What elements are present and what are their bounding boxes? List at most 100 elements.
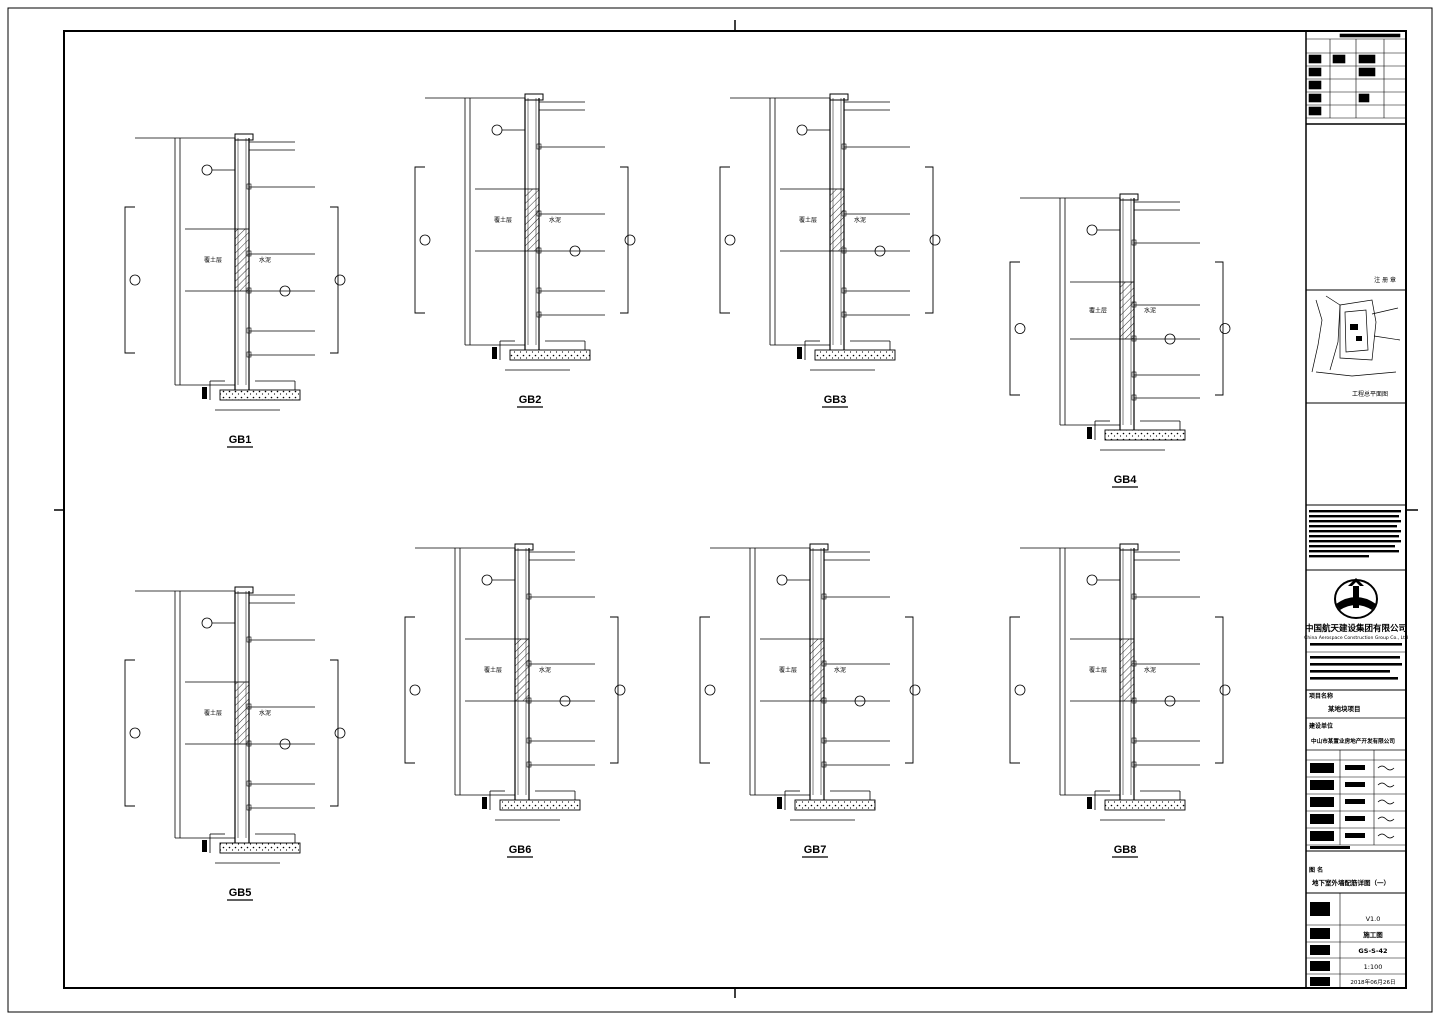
callout-circle xyxy=(279,285,291,297)
general-notes xyxy=(1309,510,1401,558)
rebar-joint xyxy=(526,697,532,704)
hatched-band xyxy=(1119,638,1135,702)
dimension-text xyxy=(202,387,207,399)
dimension-text xyxy=(777,797,782,809)
callout-circle xyxy=(1164,695,1176,707)
rebar-joint xyxy=(841,143,847,150)
hatched-band xyxy=(829,188,845,252)
callout-circle xyxy=(334,274,346,286)
bracket-left xyxy=(404,616,415,764)
wall-section-gb7: 覆土层水泥GB7 xyxy=(699,543,921,858)
bracket-left xyxy=(1009,261,1020,396)
base-slab xyxy=(794,799,876,811)
company-logo xyxy=(1334,578,1378,619)
callout-circle xyxy=(1086,224,1098,236)
callout-circle xyxy=(929,234,941,246)
wall-label: 水泥 xyxy=(539,666,551,674)
wall-label: 水泥 xyxy=(834,666,846,674)
rebar-joint xyxy=(246,250,252,257)
rebar-joint xyxy=(821,660,827,667)
bracket-right xyxy=(610,616,619,764)
section-label: GB4 xyxy=(1114,474,1138,486)
callout-circle xyxy=(1219,684,1231,696)
wall-section-gb4: 覆土层水泥GB4 xyxy=(1009,193,1231,488)
callout-circle xyxy=(481,574,493,586)
top-slab xyxy=(809,543,829,551)
rebar-joint xyxy=(536,143,542,150)
callout-circle xyxy=(1014,684,1026,696)
callout-circle xyxy=(279,738,291,750)
base-slab xyxy=(1104,429,1186,441)
callout-circle xyxy=(491,124,503,136)
section-label: GB8 xyxy=(1114,844,1137,856)
rebar-joint xyxy=(526,737,532,744)
client-label: 建设单位 xyxy=(1309,722,1333,730)
callout-circle xyxy=(874,245,886,257)
project-label: 项目名称 xyxy=(1309,692,1333,700)
hatched-band xyxy=(524,188,540,252)
wall-section-gb1: 覆土层水泥GB1 xyxy=(124,133,346,448)
drawing-date: 2018年06月26日 xyxy=(1350,978,1395,986)
company-name-cn: 中国航天建设集团有限公司 xyxy=(1305,623,1407,634)
rebar-joint xyxy=(536,210,542,217)
callout-circle xyxy=(419,234,431,246)
callout-circle xyxy=(776,574,788,586)
rebar-joint xyxy=(1131,394,1137,401)
rebar-joint xyxy=(841,311,847,318)
top-slab xyxy=(234,586,254,594)
rebar-joint xyxy=(526,761,532,768)
section-label: GB7 xyxy=(804,844,827,856)
base-slab xyxy=(814,349,896,361)
wall-section-gb5: 覆土层水泥GB5 xyxy=(124,586,346,901)
rebar-joint xyxy=(246,183,252,190)
dimension-text xyxy=(1087,427,1092,439)
rebar-joint xyxy=(1131,593,1137,600)
revision-table xyxy=(1306,33,1406,125)
fill-label: 覆土层 xyxy=(494,216,512,224)
rebar-joint xyxy=(821,697,827,704)
company-name-en: China Aerospace Construction Group Co., … xyxy=(1304,635,1408,641)
signature-scribbles xyxy=(1377,765,1395,839)
rebar-joint xyxy=(1131,761,1137,768)
rebar-joint xyxy=(246,351,252,358)
callout-circle xyxy=(704,684,716,696)
rebar-joint xyxy=(536,311,542,318)
rebar-joint xyxy=(246,287,252,294)
top-slab xyxy=(1119,543,1139,551)
callout-circle xyxy=(796,124,808,136)
rebar-joint xyxy=(246,327,252,334)
section-label: GB5 xyxy=(229,887,252,899)
fill-label: 覆土层 xyxy=(799,216,817,224)
callout-circle xyxy=(409,684,421,696)
wall-label: 水泥 xyxy=(1144,307,1156,315)
callout-circle xyxy=(129,727,141,739)
hatched-band xyxy=(234,228,250,292)
outer-frame xyxy=(7,7,1433,1013)
wall-label: 水泥 xyxy=(1144,666,1156,674)
fill-label: 覆土层 xyxy=(204,256,222,264)
bracket-right xyxy=(925,166,934,314)
callout-circle xyxy=(559,695,571,707)
seal-label: 注 册 章 xyxy=(1374,276,1396,284)
rebar-joint xyxy=(526,593,532,600)
wall-section-gb2: 覆土层水泥GB2 xyxy=(414,93,636,408)
signature-marks xyxy=(1310,763,1365,849)
callout-circle xyxy=(1164,333,1176,345)
rebar-joint xyxy=(536,247,542,254)
callout-circle xyxy=(569,245,581,257)
fill-label: 覆土层 xyxy=(484,666,502,674)
wall-section-gb3: 覆土层水泥GB3 xyxy=(719,93,941,408)
key-plan-label: 工程总平面图 xyxy=(1352,390,1388,398)
sheet-title-label: 图 名 xyxy=(1309,866,1323,874)
rebar-joint xyxy=(246,804,252,811)
bracket-left xyxy=(124,206,135,354)
callout-circle xyxy=(1086,574,1098,586)
callout-circle xyxy=(201,617,213,629)
bracket-right xyxy=(1215,261,1224,396)
top-slab xyxy=(829,93,849,101)
bracket-left xyxy=(719,166,730,314)
hatched-band xyxy=(514,638,530,702)
hatched-band xyxy=(1119,281,1135,340)
section-label: GB6 xyxy=(509,844,532,856)
wall-section-gb8: 覆土层水泥GB8 xyxy=(1009,543,1231,858)
